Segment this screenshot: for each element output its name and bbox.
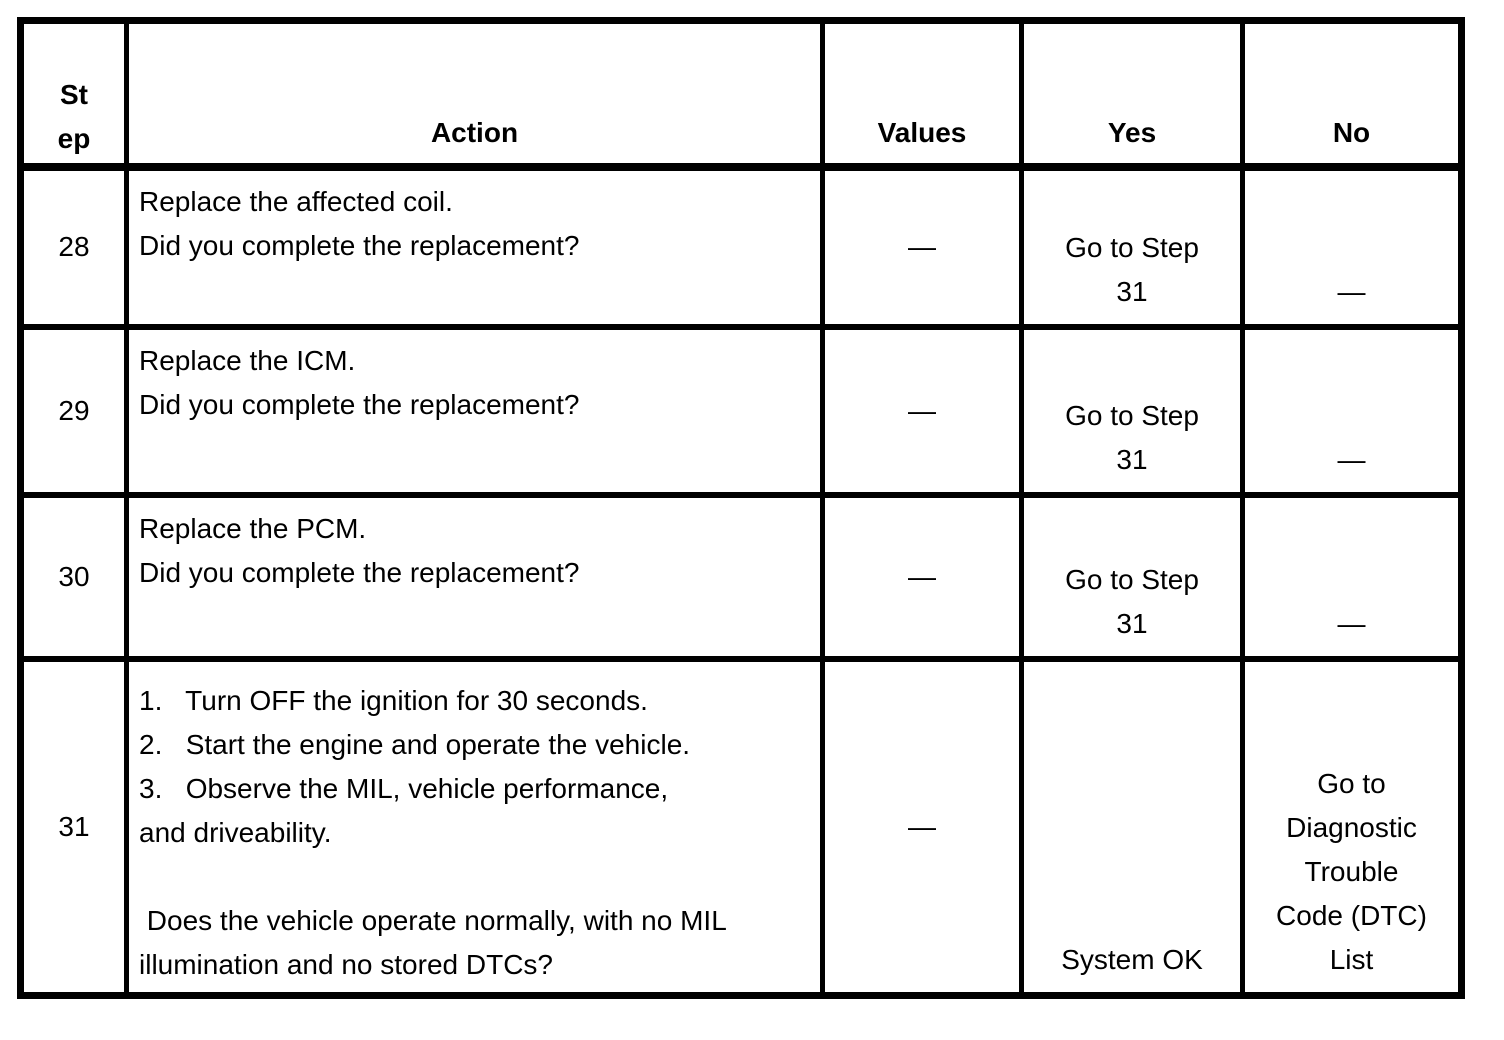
table-row-step-28: 28 Replace the affected coil. Did you co… bbox=[18, 163, 1464, 330]
header-no-label: No bbox=[1332, 116, 1371, 148]
yes-text: Go to Step 31 bbox=[1065, 563, 1199, 639]
header-yes: Yes bbox=[1019, 17, 1245, 171]
yes-cell: Go to Step 31 bbox=[1019, 491, 1245, 662]
values-text: — bbox=[908, 810, 936, 842]
header-values: Values bbox=[820, 17, 1024, 171]
yes-text: Go to Step 31 bbox=[1065, 231, 1199, 307]
no-cell: Go to Diagnostic Trouble Code (DTC) List bbox=[1240, 655, 1464, 999]
action-text: 1. Turn OFF the ignition for 30 seconds.… bbox=[139, 684, 727, 980]
yes-text: Go to Step 31 bbox=[1065, 399, 1199, 475]
action-cell: Replace the affected coil. Did you compl… bbox=[124, 163, 825, 330]
no-cell: — bbox=[1240, 491, 1464, 662]
step-number-text: 28 bbox=[58, 231, 90, 262]
header-yes-label: Yes bbox=[1107, 116, 1157, 148]
values-text: — bbox=[908, 231, 936, 262]
values-cell: — bbox=[820, 491, 1024, 662]
table-row-step-30: 30 Replace the PCM. Did you complete the… bbox=[18, 491, 1464, 662]
table-header: St ep Action Values Yes No bbox=[18, 17, 1464, 171]
yes-text: System OK bbox=[1061, 944, 1203, 975]
step-number: 30 bbox=[18, 491, 129, 662]
table-body: 28 Replace the affected coil. Did you co… bbox=[18, 163, 1464, 999]
values-cell: — bbox=[820, 323, 1024, 498]
step-number-text: 31 bbox=[58, 810, 90, 842]
yes-cell: Go to Step 31 bbox=[1019, 163, 1245, 330]
header-action: Action bbox=[124, 17, 825, 171]
diagnostic-table: St ep Action Values Yes No 28 Replace th… bbox=[17, 17, 1465, 999]
yes-cell: System OK bbox=[1019, 655, 1245, 999]
header-action-label: Action bbox=[430, 116, 519, 148]
table-row-step-31: 31 1. Turn OFF the ignition for 30 secon… bbox=[18, 655, 1464, 999]
diagnostic-table-container: St ep Action Values Yes No 28 Replace th… bbox=[17, 17, 1465, 999]
values-cell: — bbox=[820, 655, 1024, 999]
values-cell: — bbox=[820, 163, 1024, 330]
values-text: — bbox=[908, 560, 936, 592]
action-cell: 1. Turn OFF the ignition for 30 seconds.… bbox=[124, 655, 825, 999]
no-text: Go to Diagnostic Trouble Code (DTC) List bbox=[1276, 768, 1427, 975]
yes-cell: Go to Step 31 bbox=[1019, 323, 1245, 498]
header-values-label: Values bbox=[877, 116, 967, 148]
step-number: 31 bbox=[18, 655, 129, 999]
step-number-text: 30 bbox=[58, 560, 90, 592]
no-cell: — bbox=[1240, 323, 1464, 498]
header-row: St ep Action Values Yes No bbox=[18, 17, 1464, 171]
header-step: St ep bbox=[18, 17, 129, 171]
action-text: Replace the affected coil. Did you compl… bbox=[139, 185, 580, 261]
no-cell: — bbox=[1240, 163, 1464, 330]
action-text: Replace the PCM. Did you complete the re… bbox=[139, 512, 580, 588]
action-cell: Replace the PCM. Did you complete the re… bbox=[124, 491, 825, 662]
header-step-label: St ep bbox=[57, 78, 91, 154]
no-text: — bbox=[1337, 275, 1366, 307]
table-row-step-29: 29 Replace the ICM. Did you complete the… bbox=[18, 323, 1464, 498]
values-text: — bbox=[908, 394, 936, 426]
action-cell: Replace the ICM. Did you complete the re… bbox=[124, 323, 825, 498]
step-number: 28 bbox=[18, 163, 129, 330]
action-text: Replace the ICM. Did you complete the re… bbox=[139, 344, 580, 420]
no-text: — bbox=[1337, 607, 1366, 639]
step-number-text: 29 bbox=[58, 394, 90, 426]
step-number: 29 bbox=[18, 323, 129, 498]
header-no: No bbox=[1240, 17, 1464, 171]
no-text: — bbox=[1337, 443, 1366, 475]
